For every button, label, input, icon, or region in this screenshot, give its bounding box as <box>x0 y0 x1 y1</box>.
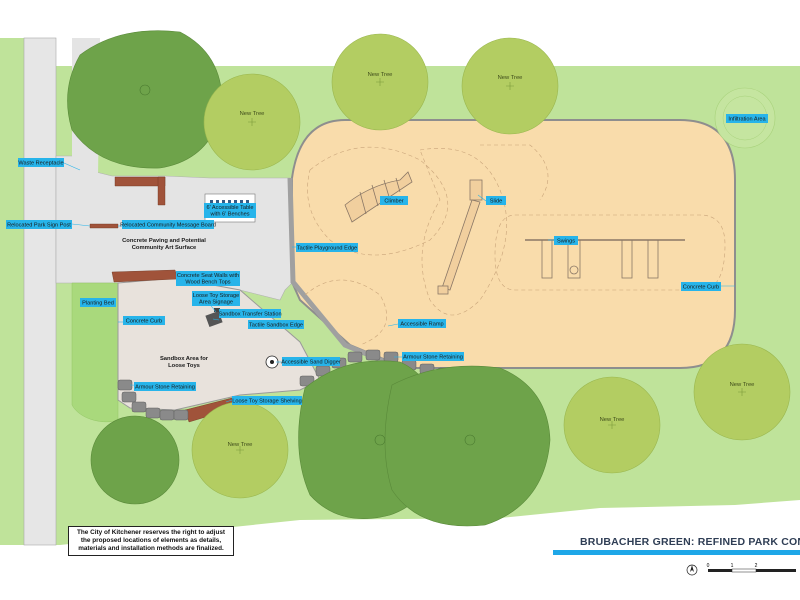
callout-armour-right: Armour Stone Retaining <box>402 352 464 361</box>
svg-text:Planting Bed: Planting Bed <box>82 301 114 307</box>
svg-text:Armour Stone Retaining: Armour Stone Retaining <box>403 355 463 361</box>
callout-planting-bed: Planting Bed <box>80 298 116 307</box>
tree-label: New Tree <box>600 417 625 423</box>
sandbox-area-line1: Sandbox Area for <box>160 356 209 362</box>
callout-message-board: Relocated Community Message Board <box>120 220 216 229</box>
slide-equipment <box>437 179 483 295</box>
svg-text:Relocated Community Message Bo: Relocated Community Message Board <box>120 223 216 229</box>
callouts: Waste Receptacle Relocated Park Sign Pos… <box>6 114 768 405</box>
svg-text:Concrete Curb: Concrete Curb <box>126 319 162 325</box>
boulevard-grass <box>0 38 24 545</box>
callout-tactile-sandbox: Tactile Sandbox Edge <box>248 320 304 329</box>
svg-text:Relocated Park Sign Post: Relocated Park Sign Post <box>7 223 71 229</box>
svg-text:with 6' Benches: with 6' Benches <box>209 212 249 218</box>
callout-tactile-playground: Tactile Playground Edge <box>296 243 358 252</box>
sidewalk <box>23 37 57 546</box>
existing-tree-southwest <box>90 415 180 505</box>
svg-text:Swings: Swings <box>557 239 575 245</box>
svg-text:Infiltration Area: Infiltration Area <box>728 117 766 123</box>
scale-bar: 0 1 2 <box>686 563 796 576</box>
scale-tick: 1 <box>731 563 734 569</box>
callout-slide: Slide <box>486 196 506 205</box>
callout-toy-storage-signage: Loose Toy Storage Area Signage <box>192 291 240 306</box>
svg-text:Slide: Slide <box>490 199 502 205</box>
svg-text:Tactile Playground Edge: Tactile Playground Edge <box>297 246 357 252</box>
existing-trees <box>67 30 551 527</box>
callout-concrete-curb-left: Concrete Curb <box>123 316 165 325</box>
tree-label: New Tree <box>228 442 253 448</box>
callout-climber: Climber <box>380 196 408 205</box>
paving-label-line1: Concrete Paving and Potential <box>122 238 206 244</box>
callout-accessible-table: 6' Accessible Table with 6' Benches <box>204 203 256 218</box>
svg-text:Area Signage: Area Signage <box>199 300 233 306</box>
tree-label: New Tree <box>498 75 523 81</box>
tree-label: New Tree <box>730 382 755 388</box>
callout-transfer-station: Sandbox Transfer Station <box>218 309 282 318</box>
playground-surface <box>291 119 736 369</box>
new-tree-labels: New Tree New Tree New Tree New Tree New … <box>228 72 755 448</box>
scale-tick: 2 <box>755 563 758 569</box>
callout-seat-walls: Concrete Seat Walls with Wood Bench Tops <box>176 271 240 286</box>
seat-walls <box>89 176 237 423</box>
tree-label: New Tree <box>368 72 393 78</box>
existing-tree-northwest <box>67 30 223 169</box>
svg-text:Loose Toy Storage: Loose Toy Storage <box>193 293 240 299</box>
tree-label: New Tree <box>240 111 265 117</box>
callout-waste-receptacle: Waste Receptacle <box>18 158 64 167</box>
existing-tree-south-right <box>384 365 551 527</box>
scale-tick: 0 <box>707 563 710 569</box>
accessible-sand-digger <box>265 355 279 369</box>
callout-park-sign: Relocated Park Sign Post <box>6 220 72 229</box>
callout-sand-digger: Accessible Sand Digger <box>281 357 341 366</box>
callout-swings: Swings <box>554 236 578 245</box>
callout-concrete-curb-right: Concrete Curb <box>681 282 721 291</box>
callout-toy-shelving: Loose Toy Storage Shelving <box>232 396 302 405</box>
svg-text:Concrete Curb: Concrete Curb <box>683 285 719 291</box>
svg-text:Sandbox Transfer Station: Sandbox Transfer Station <box>218 312 281 318</box>
paving-label-line2: Community Art Surface <box>132 245 197 251</box>
sandbox-area-line2: Loose Toys <box>168 363 200 369</box>
svg-text:Concrete Seat Walls with: Concrete Seat Walls with <box>177 273 239 279</box>
callout-armour-left: Armour Stone Retaining <box>134 382 196 391</box>
svg-text:Tactile Sandbox Edge: Tactile Sandbox Edge <box>249 323 303 329</box>
svg-text:Climber: Climber <box>384 199 403 205</box>
svg-text:6' Accessible Table: 6' Accessible Table <box>207 205 254 211</box>
svg-text:Loose Toy Storage Shelving: Loose Toy Storage Shelving <box>232 399 302 405</box>
plan-title: BRUBACHER GREEN: REFINED PARK CONC <box>580 536 800 548</box>
svg-text:Accessible Ramp: Accessible Ramp <box>400 322 443 328</box>
svg-text:Armour Stone Retaining: Armour Stone Retaining <box>135 385 195 391</box>
svg-text:Accessible Sand Digger: Accessible Sand Digger <box>281 360 341 366</box>
svg-text:Waste Receptacle: Waste Receptacle <box>18 161 63 167</box>
toy-storage-signage <box>214 308 220 312</box>
disclaimer-note: The City of Kitchener reserves the right… <box>68 526 234 556</box>
svg-text:Wood Bench Tops: Wood Bench Tops <box>185 280 230 286</box>
callout-accessible-ramp: Accessible Ramp <box>398 319 446 328</box>
title-accent-bar <box>553 550 800 555</box>
callout-infiltration: Infiltration Area <box>726 114 768 123</box>
